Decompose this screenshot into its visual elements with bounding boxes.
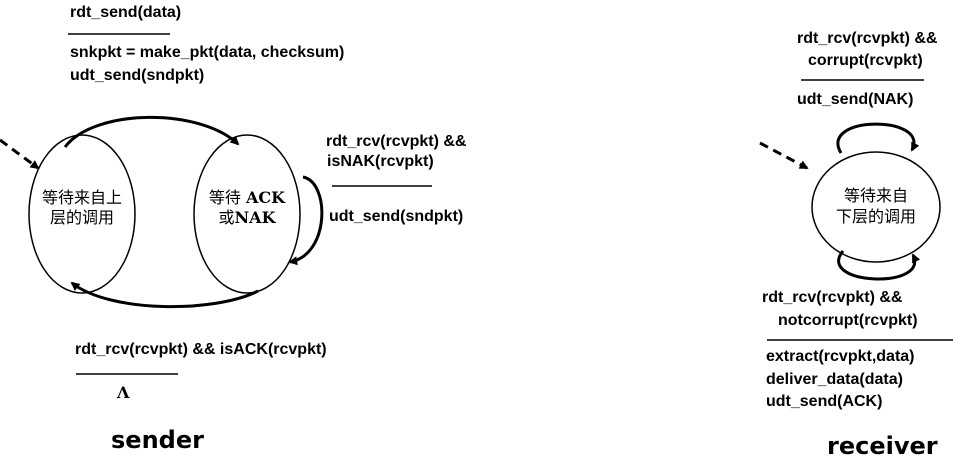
sender-initial-arrow [0, 138, 40, 170]
sender-caption: sender [111, 426, 204, 454]
receiver-ok-action-2: deliver_data(data) [766, 371, 903, 388]
sender-state-wait-call [28, 134, 136, 294]
sender-send-action-1: snkpkt = make_pkt(data, checksum) [70, 44, 344, 61]
receiver-state-wait-below [811, 151, 941, 263]
receiver-state-line1: 等待来自 [844, 186, 908, 205]
receiver-initial-arrow [759, 141, 809, 170]
sender-nak-event-2: isNAK(rcvpkt) [327, 153, 434, 170]
sender-ack-event: rdt_rcv(rcvpkt) && isACK(rcvpkt) [75, 341, 327, 358]
sender-state-wait-ack-line2: 或NAK [219, 208, 277, 227]
receiver-ok-event-1: rdt_rcv(rcvpkt) && [762, 289, 903, 306]
sender-send-event: rdt_send(data) [70, 4, 181, 21]
sender-state-wait-call-line2: 层的调用 [50, 208, 114, 227]
receiver-ok-action-3: udt_send(ACK) [766, 393, 882, 410]
sender-state-wait-ack-line2-b: NAK [235, 208, 277, 227]
sender-send-action-2: udt_send(sndpkt) [70, 67, 204, 84]
receiver-corrupt-event-2: corrupt(rcvpkt) [808, 52, 923, 69]
receiver-corrupt-event-1: rdt_rcv(rcvpkt) && [797, 30, 938, 47]
sender-state-wait-ack-line1-b: ACK [245, 188, 286, 207]
sender-state-wait-call-line1: 等待来自上 [42, 188, 122, 207]
sender-nak-event-1: rdt_rcv(rcvpkt) && [326, 133, 467, 150]
sender-state-wait-ack-line1-a: 等待 [209, 188, 246, 207]
receiver-corrupt-selfloop-arrow [836, 122, 920, 154]
receiver-ok-event-2: notcorrupt(rcvpkt) [778, 312, 918, 329]
sender-ack-transition-arrow [70, 281, 259, 309]
sender-state-wait-ack-line1: 等待 ACK [209, 188, 286, 207]
receiver-corrupt-action: udt_send(NAK) [797, 91, 913, 108]
sender-ack-action: Λ [116, 383, 130, 402]
receiver-ok-action-1: extract(rcvpkt,data) [766, 348, 915, 365]
receiver-ok-selfloop-arrow [837, 250, 921, 281]
sender-nak-action: udt_send(sndpkt) [329, 208, 463, 225]
receiver-caption: receiver [827, 432, 938, 460]
sender-fsm: 等待来自上 层的调用 等待 ACK 或NAK rdt_send(data) sn… [0, 4, 467, 454]
receiver-fsm: 等待来自 下层的调用 rdt_rcv(rcvpkt) && corrupt(rc… [759, 30, 953, 460]
receiver-state-line2: 下层的调用 [836, 207, 916, 226]
sender-state-wait-ack [193, 134, 301, 294]
sender-state-wait-ack-line2-a: 或 [219, 208, 235, 227]
sender-send-transition-arrow [63, 115, 240, 148]
sender-nak-selfloop-arrow [288, 175, 324, 266]
